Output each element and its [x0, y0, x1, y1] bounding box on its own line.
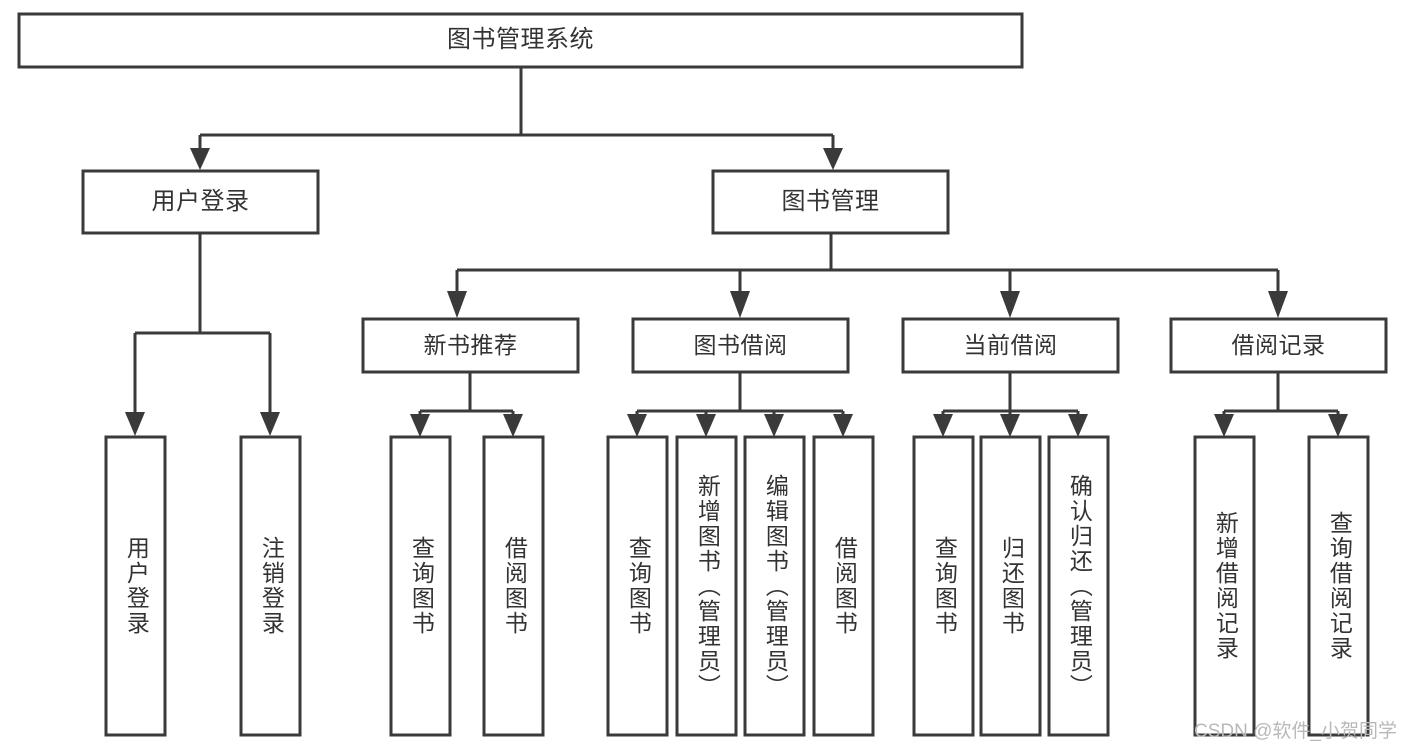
- node-book-borrow-box[interactable]: [631, 317, 850, 374]
- connector-new-book-recommend-to-leaves: [418, 372, 515, 418]
- leaf-query-book-2-box[interactable]: [606, 435, 669, 737]
- arrow-to-leaf-add-book: [696, 414, 716, 437]
- leaf-add-record-box[interactable]: [1193, 435, 1256, 737]
- leaf-confirm-return-box[interactable]: [1047, 435, 1110, 737]
- arrow-to-leaf-query-book-1: [410, 414, 430, 437]
- arrow-to-leaf-logout: [260, 412, 280, 436]
- arrow-to-user-login: [190, 148, 210, 170]
- arrow-to-leaf-query-book-3: [933, 414, 953, 437]
- connector-user-login-to-leaves: [133, 233, 272, 415]
- node-user-login-box[interactable]: [81, 169, 320, 235]
- node-current-borrow-box[interactable]: [901, 317, 1120, 374]
- node-new-book-recommend-box[interactable]: [361, 317, 580, 374]
- arrow-to-leaf-query-record: [1328, 414, 1348, 437]
- leaf-return-book-box[interactable]: [979, 435, 1042, 737]
- arrow-to-new-book-recommend: [447, 291, 467, 318]
- arrow-to-leaf-user-login: [125, 412, 145, 436]
- arrow-to-current-borrow: [1000, 291, 1020, 318]
- node-root-box[interactable]: [17, 12, 1024, 69]
- arrow-to-leaf-edit-book: [764, 414, 784, 437]
- leaf-edit-book-box[interactable]: [743, 435, 806, 737]
- connector-current-borrow-to-leaves: [941, 372, 1080, 418]
- arrow-to-book-borrow: [730, 291, 750, 318]
- arrow-to-leaf-confirm-return: [1068, 414, 1088, 437]
- arrow-to-leaf-add-record: [1214, 414, 1234, 437]
- arrow-to-leaf-query-book-2: [627, 414, 647, 437]
- arrow-to-leaf-return-book: [1000, 414, 1020, 437]
- node-book-manage-box[interactable]: [711, 169, 950, 235]
- connector-book-manage-to-level2: [455, 233, 1280, 293]
- leaf-add-book-box[interactable]: [675, 435, 738, 737]
- connector-root-to-level1: [198, 67, 835, 150]
- node-borrow-record-box[interactable]: [1169, 317, 1388, 374]
- arrow-to-book-manage: [823, 148, 843, 170]
- leaf-query-book-1-box[interactable]: [389, 435, 452, 737]
- leaf-borrow-book-2-box[interactable]: [812, 435, 875, 737]
- arrow-to-leaf-borrow-book-1: [503, 414, 523, 437]
- leaf-borrow-book-1-box[interactable]: [482, 435, 545, 737]
- leaf-user-login-box[interactable]: [104, 435, 167, 737]
- leaf-logout-box[interactable]: [239, 435, 302, 737]
- arrow-to-leaf-borrow-book-2: [833, 414, 853, 437]
- arrow-to-borrow-record: [1268, 291, 1288, 318]
- leaf-query-book-3-box[interactable]: [912, 435, 975, 737]
- leaf-query-record-box[interactable]: [1307, 435, 1370, 737]
- connector-borrow-record-to-leaves: [1222, 372, 1340, 418]
- connector-book-borrow-to-leaves: [635, 372, 845, 418]
